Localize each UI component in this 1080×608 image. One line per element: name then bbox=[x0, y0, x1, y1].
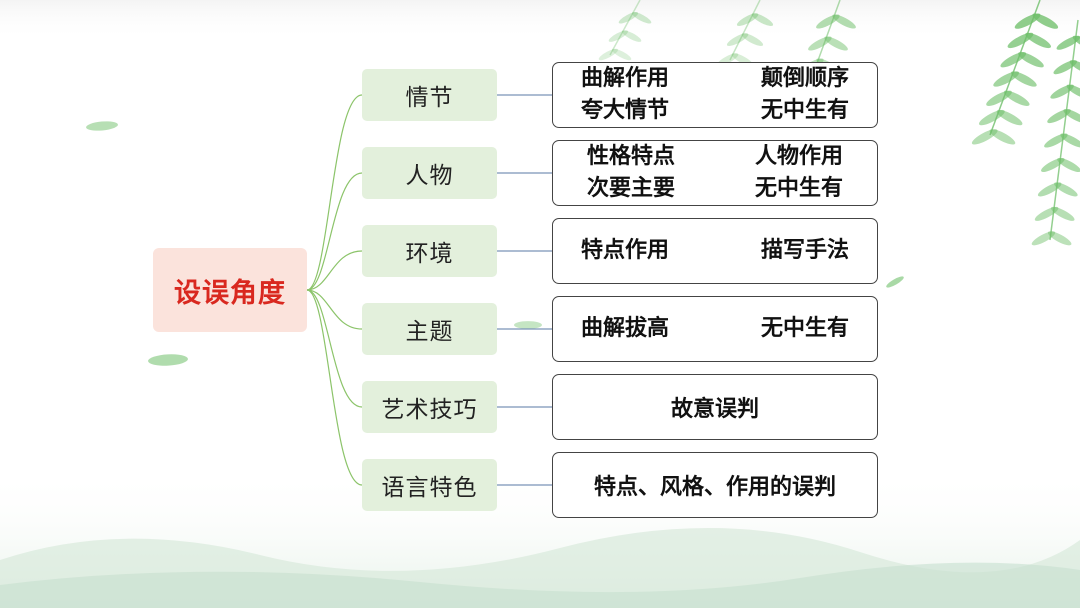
detail-row: 夸大情节 无中生有 bbox=[581, 95, 849, 127]
root-label: 设误角度 bbox=[174, 277, 286, 309]
category-node-plot: 情节 bbox=[362, 69, 497, 121]
detail-row: 性格特点 人物作用 bbox=[587, 141, 843, 173]
connector-root-to-category bbox=[306, 289, 363, 486]
willow-leaf bbox=[808, 36, 832, 51]
willow-leaf bbox=[608, 30, 629, 42]
willow-leaf bbox=[1031, 231, 1056, 246]
detail-item: 特点作用 bbox=[581, 238, 670, 263]
detail-row: 次要主要 无中生有 bbox=[587, 173, 843, 205]
willow-leaf bbox=[621, 30, 642, 42]
willow-leaf bbox=[1047, 231, 1072, 246]
detail-item: 描写手法 bbox=[760, 238, 849, 263]
category-node-character: 人物 bbox=[362, 147, 497, 199]
willow-leaf bbox=[832, 14, 856, 29]
willow-leaf bbox=[751, 13, 774, 26]
floating-leaf bbox=[886, 276, 904, 288]
detail-item: 无中生有 bbox=[760, 316, 849, 341]
willow-leaf bbox=[1018, 52, 1044, 68]
willow-leaf bbox=[1050, 206, 1075, 221]
detail-row: 曲解作用 颠倒顺序 bbox=[581, 63, 849, 95]
willow-leaf bbox=[1060, 133, 1080, 148]
category-label: 艺术技巧 bbox=[381, 397, 478, 423]
willow-leaf bbox=[1054, 182, 1078, 197]
willow-leaf bbox=[736, 13, 759, 26]
category-label: 人物 bbox=[405, 163, 454, 189]
connector-root-to-category bbox=[306, 172, 363, 291]
connector-root-to-category bbox=[306, 250, 363, 291]
detail-item: 次要主要 bbox=[587, 176, 676, 201]
willow-leaf bbox=[631, 12, 652, 24]
category-node-language: 语言特色 bbox=[362, 459, 497, 511]
connector-root-to-category bbox=[306, 289, 363, 330]
detail-item: 无中生有 bbox=[760, 98, 849, 123]
detail-box-technique: 故意误判 bbox=[552, 374, 878, 440]
willow-leaf bbox=[741, 33, 764, 46]
willow-leaf bbox=[1003, 90, 1030, 106]
detail-box-character: 性格特点 人物作用 次要主要 无中生有 bbox=[552, 140, 878, 206]
detail-box-plot: 曲解作用 颠倒顺序 夸大情节 无中生有 bbox=[552, 62, 878, 128]
detail-box-environment: 特点作用 描写手法 bbox=[552, 218, 878, 284]
category-node-technique: 艺术技巧 bbox=[362, 381, 497, 433]
willow-stem bbox=[729, 0, 761, 61]
floating-leaf bbox=[86, 121, 118, 131]
willow-leaf bbox=[1069, 60, 1080, 75]
willow-leaf bbox=[1025, 32, 1051, 49]
root-node: 设误角度 bbox=[153, 248, 307, 332]
willow-leaf bbox=[1066, 84, 1080, 99]
willow-leaf bbox=[598, 48, 619, 61]
category-label: 语言特色 bbox=[381, 475, 478, 501]
category-label: 主题 bbox=[405, 319, 454, 345]
willow-leaf bbox=[726, 33, 749, 46]
category-label: 情节 bbox=[405, 85, 454, 111]
detail-row: 特点作用 描写手法 bbox=[581, 235, 849, 267]
detail-box-language: 特点、风格、作用的误判 bbox=[552, 452, 878, 518]
detail-item: 人物作用 bbox=[754, 144, 843, 169]
category-label: 环境 bbox=[405, 241, 454, 267]
willow-leaf bbox=[996, 109, 1023, 126]
detail-row: 曲解拔高 无中生有 bbox=[581, 313, 849, 345]
connector-root-to-category bbox=[306, 94, 363, 291]
detail-item: 夸大情节 bbox=[581, 98, 670, 123]
willow-leaf bbox=[1063, 109, 1080, 124]
floating-leaf bbox=[148, 354, 188, 366]
detail-item: 颠倒顺序 bbox=[760, 66, 849, 91]
willow-leaf bbox=[1010, 71, 1037, 87]
detail-item: 无中生有 bbox=[754, 176, 843, 201]
category-node-theme: 主题 bbox=[362, 303, 497, 355]
willow-stem bbox=[1049, 19, 1079, 241]
willow-leaf bbox=[1057, 157, 1080, 173]
willow-stem bbox=[609, 0, 641, 56]
floating-leaf bbox=[514, 321, 542, 329]
detail-item: 曲解作用 bbox=[581, 66, 670, 91]
detail-item: 故意误判 bbox=[670, 397, 759, 422]
willow-leaf bbox=[618, 12, 639, 24]
connector-root-to-category bbox=[306, 289, 363, 408]
detail-box-theme: 曲解拔高 无中生有 bbox=[552, 296, 878, 362]
willow-leaf bbox=[989, 129, 1016, 145]
detail-item: 曲解拔高 bbox=[581, 316, 670, 341]
willow-leaf bbox=[611, 48, 632, 61]
willow-leaf bbox=[1032, 13, 1059, 29]
detail-item: 性格特点 bbox=[587, 144, 676, 169]
category-node-environment: 环境 bbox=[362, 225, 497, 277]
willow-leaf bbox=[824, 36, 848, 51]
detail-item: 特点、风格、作用的误判 bbox=[593, 475, 836, 500]
willow-leaf bbox=[1072, 35, 1080, 50]
